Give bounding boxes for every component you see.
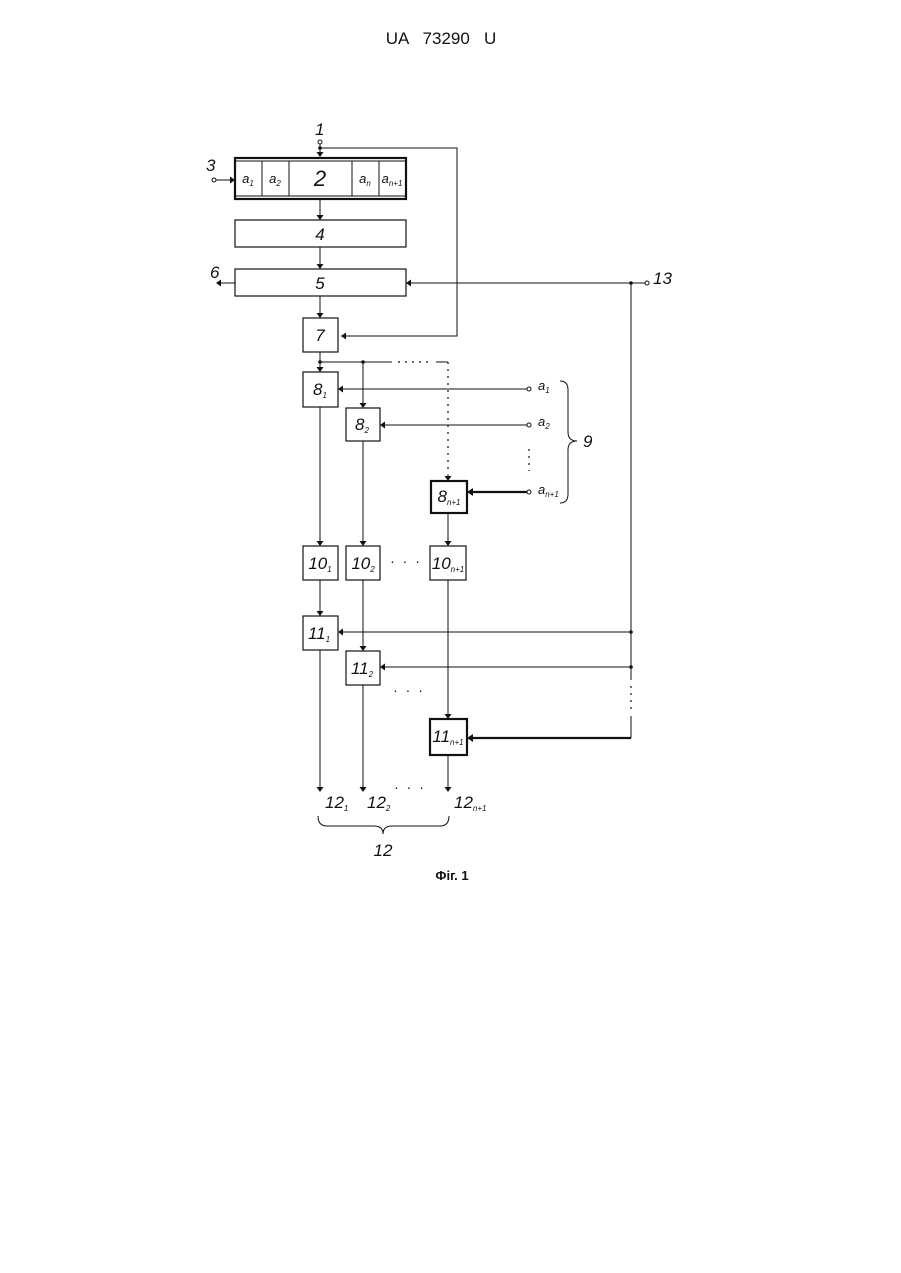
- output-12-1: 121: [325, 793, 348, 813]
- block-8-2: 82: [346, 408, 380, 441]
- block-11-n1: 11n+1: [430, 719, 467, 755]
- ellipsis-row-11: · · ·: [393, 682, 425, 698]
- terminal-input-3: [212, 178, 216, 182]
- input-a1: a1: [538, 378, 550, 395]
- document-number: UA 73290 U: [386, 29, 497, 48]
- label-input-13: 13: [653, 269, 672, 288]
- output-12-n1: 12n+1: [454, 793, 487, 813]
- block-10-n1: 10n+1: [430, 546, 466, 580]
- label-block-4: 4: [315, 225, 324, 244]
- block-10-1: 101: [303, 546, 338, 580]
- input-a2: a2: [538, 414, 550, 431]
- label-group-9: 9: [583, 432, 593, 451]
- label-output-6: 6: [210, 263, 220, 282]
- terminal-an1: [527, 490, 531, 494]
- terminal-input-1: [318, 140, 322, 144]
- block-7: 7: [303, 318, 338, 352]
- block-5: 5: [235, 269, 406, 296]
- ellipsis-row-10: · · ·: [390, 553, 422, 569]
- brace-9: [560, 381, 577, 503]
- ellipsis-row-12: · · ·: [394, 779, 426, 795]
- label-input-3: 3: [206, 156, 216, 175]
- block-10-2: 102: [346, 546, 380, 580]
- label-block-7: 7: [315, 326, 325, 345]
- label-block-5: 5: [315, 274, 325, 293]
- block-11-2: 112: [346, 651, 380, 685]
- label-register-2: 2: [313, 166, 326, 191]
- figure-caption: Фіг. 1: [435, 868, 468, 883]
- output-12-2: 122: [367, 793, 391, 813]
- input-an1: an+1: [538, 482, 559, 499]
- block-8-1: 81: [303, 372, 338, 407]
- brace-12: [318, 816, 449, 834]
- label-group-12: 12: [374, 841, 393, 860]
- terminal-input-13: [645, 281, 649, 285]
- terminal-a2: [527, 423, 531, 427]
- block-8-n1: 8n+1: [431, 481, 467, 513]
- block-11-1: 111: [303, 616, 338, 650]
- block-4: 4: [235, 220, 406, 247]
- terminal-a1: [527, 387, 531, 391]
- block-diagram: 1 3 a1 a2 2 an: [206, 120, 672, 860]
- label-input-1: 1: [315, 120, 324, 139]
- register-2: a1 a2 2 an an+1: [235, 158, 406, 199]
